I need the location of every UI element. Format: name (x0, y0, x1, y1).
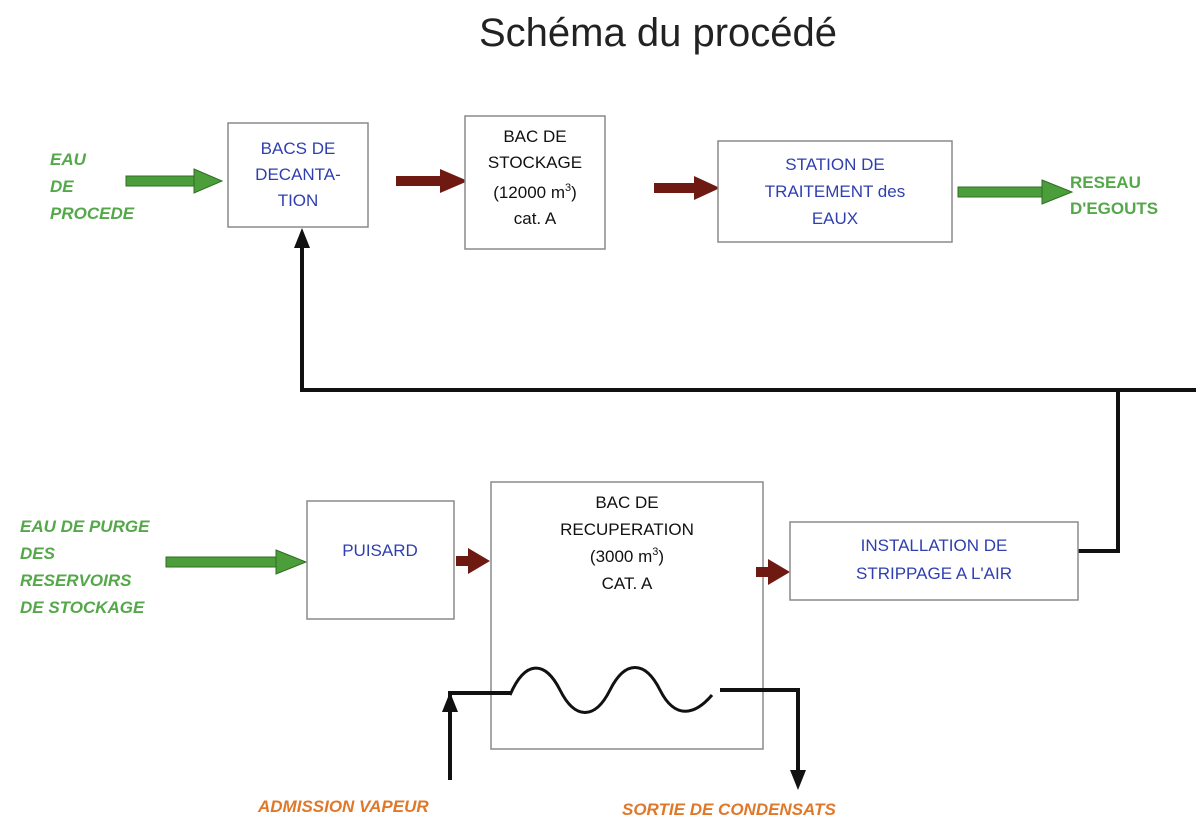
box-label-line: (3000 m3) (590, 546, 664, 566)
box-station-traitement: STATION DE TRAITEMENT des EAUX (717, 140, 953, 243)
box-label-line: EAUX (812, 209, 858, 228)
box-label-line: RECUPERATION (560, 520, 694, 539)
box-label-line: INSTALLATION DE (861, 536, 1008, 555)
superscript-three: 3 (652, 546, 658, 558)
input-eau-purge: EAU DE PURGE DES RESERVOIRS DE STOCKAGE (20, 517, 150, 617)
superscript-three: 3 (565, 182, 571, 194)
box-bacs-decantation: BACS DE DECANTA- TION (227, 122, 369, 228)
box-label-line: cat. A (514, 209, 557, 228)
green-arrow-in-procede (125, 168, 224, 194)
input-label-line: DE (50, 177, 74, 196)
box-puisard: PUISARD (306, 500, 455, 620)
output-reseau-egouts: RESEAU D'EGOUTS (1070, 173, 1158, 218)
box-label-line: STATION DE (785, 155, 885, 174)
red-arrow (396, 169, 468, 193)
heating-coil (442, 666, 806, 790)
input-label-line: EAU DE PURGE (20, 517, 150, 536)
green-arrow-in-purge (165, 549, 308, 575)
input-label-line: RESERVOIRS (20, 571, 132, 590)
box-label-line: PUISARD (342, 541, 418, 560)
recycle-line (294, 228, 1196, 553)
box-label-line: BAC DE (503, 127, 566, 146)
input-label-line: DE STOCKAGE (20, 598, 145, 617)
box-label-part: ) (571, 183, 577, 202)
box-label-line: CAT. A (602, 574, 653, 593)
input-label-line: PROCEDE (50, 204, 135, 223)
output-label-line: RESEAU (1070, 173, 1141, 192)
red-arrow (756, 559, 790, 585)
input-label-line: DES (20, 544, 56, 563)
diagram-title: Schéma du procédé (479, 11, 837, 55)
box-label-line: STOCKAGE (488, 153, 582, 172)
output-label-line: D'EGOUTS (1070, 199, 1158, 218)
box-label-line: DECANTA- (255, 165, 341, 184)
box-label-line: TION (278, 191, 319, 210)
box-label-line: STRIPPAGE A L'AIR (856, 564, 1012, 583)
box-label-part: (12000 m (493, 183, 565, 202)
box-label-line: BACS DE (261, 139, 336, 158)
box-label-part: (3000 m (590, 547, 652, 566)
box-label-line: TRAITEMENT des (765, 182, 905, 201)
red-arrow (456, 548, 490, 574)
box-bac-stockage: BAC DE STOCKAGE (12000 m3) cat. A (464, 115, 606, 250)
box-label-part: ) (658, 547, 664, 566)
input-label-line: EAU (50, 150, 87, 169)
input-eau-procede: EAU DE PROCEDE (50, 150, 135, 223)
box-installation-strippage: INSTALLATION DE STRIPPAGE A L'AIR (789, 521, 1079, 601)
green-arrow-out (957, 179, 1074, 205)
box-label-line: (12000 m3) (493, 182, 577, 202)
sortie-condensats-label: SORTIE DE CONDENSATS (622, 800, 836, 819)
box-label-line: BAC DE (595, 493, 658, 512)
admission-vapeur-label: ADMISSION VAPEUR (257, 797, 429, 816)
red-arrow (654, 176, 720, 200)
box-bac-recuperation: BAC DE RECUPERATION (3000 m3) CAT. A (490, 481, 764, 750)
